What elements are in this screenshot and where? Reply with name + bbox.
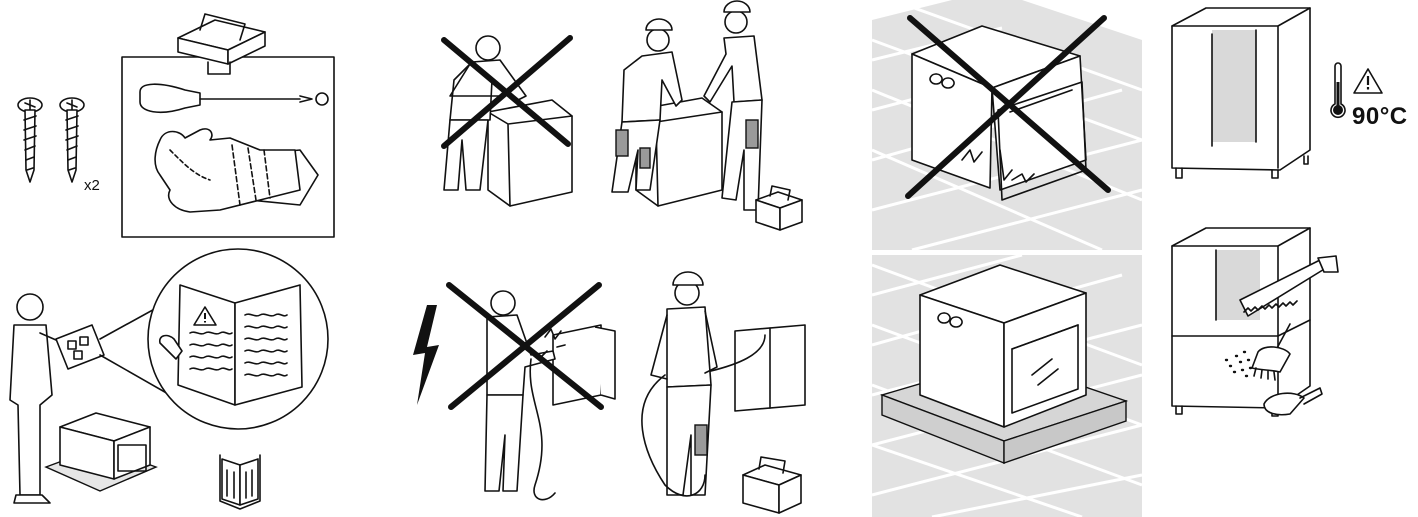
gloves-icon (154, 128, 319, 213)
screwdriver-icon (139, 83, 329, 114)
tools-required-panel: x2 (0, 0, 340, 250)
screw-icon (59, 97, 85, 183)
cabinet-illustration (1171, 7, 1311, 179)
warning-triangle-icon (1352, 66, 1384, 96)
electrical-connection-panel (405, 255, 815, 517)
screw-icon (17, 97, 43, 183)
prohibited-cross-icon (446, 282, 604, 410)
screw-quantity-label: x2 (84, 177, 100, 194)
toolbox-icon (742, 456, 802, 514)
tools-illustration (17, 13, 335, 238)
kitchen-cabinet-figure (1171, 227, 1311, 417)
lifting-illustration (441, 0, 803, 231)
kitchen-cabinet-figure (1171, 7, 1311, 179)
toolbox-icon (755, 185, 803, 231)
heat-resistant-cabinet-panel (1160, 0, 1418, 200)
prohibited-cross-icon (905, 15, 1111, 199)
electrical-illustration (413, 271, 806, 514)
cabinet-preparation-panel (1160, 220, 1418, 420)
manual-book-icon (219, 454, 261, 510)
saw-icon (1239, 255, 1339, 317)
magnified-manual (147, 248, 329, 430)
oven-on-slab-illustration (871, 253, 1143, 517)
qualified-electrician-figure (641, 271, 806, 497)
read-manual-panel (0, 248, 340, 517)
oven-resting-on-door-figure (911, 25, 1087, 201)
oven-upright-figure (919, 264, 1087, 428)
oven-on-slab-figure (44, 412, 158, 492)
lifting-two-persons-panel (410, 0, 810, 250)
oven-on-door-illustration (871, 0, 1143, 252)
temperature-label: 90°C (1352, 103, 1408, 130)
two-workers-lifting-figure (611, 0, 763, 211)
broom-icon (1251, 323, 1291, 381)
dustpan-icon (1263, 387, 1323, 416)
debris-dots (1224, 350, 1253, 378)
correct-on-slab-panel (871, 253, 1143, 517)
thermometer-icon (1330, 62, 1346, 122)
warning-triangle-icon (193, 306, 217, 326)
single-person-lifting-figure (443, 35, 573, 207)
read-manual-illustration (9, 248, 329, 510)
lightning-bolt-icon (413, 305, 439, 405)
cabinet-prep-illustration (1171, 227, 1339, 417)
prohibited-cross-icon (441, 35, 573, 149)
no-resting-on-door-panel (871, 0, 1143, 252)
toolbox-icon (177, 13, 266, 75)
person-reading-figure (9, 293, 105, 504)
unqualified-person-figure (484, 290, 616, 501)
